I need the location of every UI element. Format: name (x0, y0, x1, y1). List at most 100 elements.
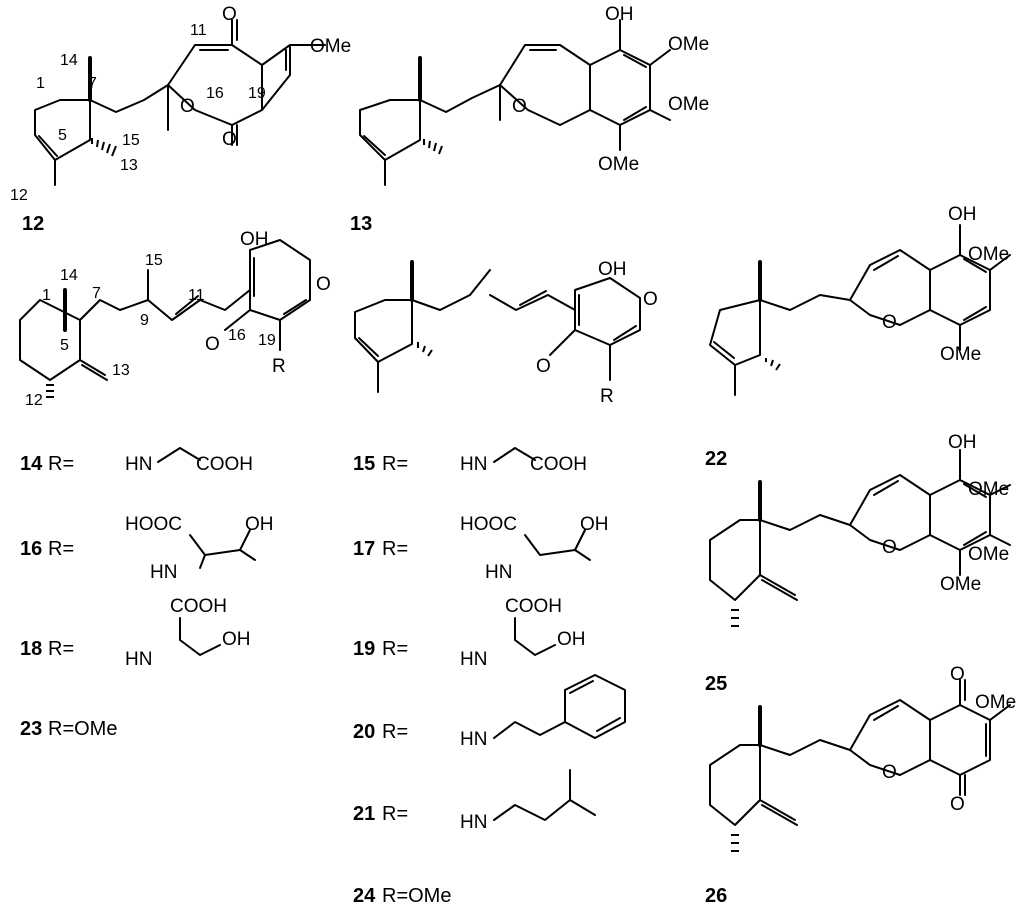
atom-number: 1 (42, 287, 51, 304)
atom-r: R (272, 356, 286, 377)
atom-oh: OH (222, 629, 251, 650)
atom-hn: HN (150, 562, 177, 583)
atom-o: O (180, 96, 195, 117)
compound-id: 14 (20, 453, 43, 475)
atom-oh: OH (245, 514, 274, 535)
compound-id: 18 (20, 638, 42, 660)
atom-o: O (536, 356, 551, 377)
compound-id: 26 (705, 885, 727, 907)
atom-o: O (643, 289, 658, 310)
atom-oh: OH (580, 514, 609, 535)
atom-hn: HN (125, 649, 152, 670)
r-label: R=OMe (382, 885, 451, 907)
r-group-24: 24 R=OMe (353, 885, 451, 907)
structure-22: OH O OMe OMe 22 (705, 204, 1011, 470)
atom-ome: OMe (668, 34, 709, 55)
structure-13: OH O OMe OMe OMe 13 (350, 4, 709, 235)
atom-ome: OMe (598, 154, 639, 175)
atom-number: 13 (112, 362, 130, 379)
atom-number: 19 (258, 332, 276, 349)
atom-o: O (222, 129, 237, 150)
atom-number: 19 (248, 85, 266, 102)
atom-oh: OH (240, 229, 269, 250)
compound-id: 13 (350, 213, 372, 235)
atom-hooc: HOOC (125, 514, 182, 535)
compound-id: 15 (353, 453, 375, 475)
atom-o: O (512, 96, 527, 117)
compound-id: 12 (22, 213, 44, 235)
atom-number: 5 (60, 337, 69, 354)
atom-number: 11 (190, 22, 207, 39)
structure-26: O O O OMe 26 (705, 664, 1016, 907)
r-label: R= (48, 453, 74, 475)
atom-number: 9 (140, 312, 149, 329)
atom-number: 7 (92, 285, 101, 302)
atom-cooh: COOH (196, 454, 253, 475)
atom-cooh: COOH (530, 454, 587, 475)
compound-id: 23 (20, 718, 42, 740)
atom-o: O (950, 794, 965, 815)
structure-12: O O O OMe 1 5 7 11 12 13 14 15 16 19 12 (10, 4, 351, 235)
structure-25: OH O OMe OMe OMe 25 (705, 432, 1011, 695)
atom-hn: HN (460, 649, 487, 670)
r-group-18: 18 R= COOH HN OH (20, 596, 251, 670)
atom-number: 7 (88, 75, 97, 92)
atom-ome: OMe (968, 244, 1009, 265)
atom-number: 5 (58, 127, 67, 144)
atom-ome: OMe (975, 692, 1016, 713)
atom-o: O (882, 762, 897, 783)
r-group-19: 19 R= COOH HN OH (353, 596, 586, 670)
atom-o: O (950, 664, 965, 685)
atom-oh: OH (598, 259, 627, 280)
r-group-21: 21 R= HN (353, 769, 596, 833)
r-label: R=OMe (48, 718, 117, 740)
atom-ome: OMe (940, 574, 981, 595)
atom-o: O (222, 4, 237, 25)
atom-o: O (882, 312, 897, 333)
atom-o: O (316, 274, 331, 295)
atom-number: 1 (36, 75, 45, 92)
atom-hn: HN (460, 454, 487, 475)
r-group-15: 15 R= HN COOH (353, 447, 587, 475)
atom-ome: OMe (968, 479, 1009, 500)
r-group-20: 20 R= HN (353, 674, 626, 750)
atom-number: 16 (228, 327, 246, 344)
atom-cooh: COOH (170, 596, 227, 617)
r-group-16: 16 R= HOOC OH HN (20, 514, 274, 583)
atom-o: O (205, 334, 220, 355)
atom-oh: OH (948, 432, 977, 453)
r-label: R= (48, 538, 74, 560)
atom-oh: OH (948, 204, 977, 225)
atom-number: 12 (10, 187, 28, 204)
r-group-17: 17 R= HOOC OH HN (353, 514, 609, 583)
atom-hn: HN (460, 812, 487, 833)
atom-number: 11 (188, 287, 205, 304)
r-label: R= (382, 803, 408, 825)
atom-ome: OMe (310, 36, 351, 57)
atom-ome: OMe (668, 94, 709, 115)
compound-id: 19 (353, 638, 375, 660)
atom-oh: OH (557, 629, 586, 650)
atom-number: 15 (122, 132, 140, 149)
compound-id: 16 (20, 538, 42, 560)
atom-number: 13 (120, 157, 138, 174)
r-group-14: 14 R= HN COOH (20, 447, 253, 475)
atom-r: R (600, 386, 614, 407)
compound-id: 22 (705, 448, 727, 470)
atom-number: 16 (206, 85, 224, 102)
r-label: R= (382, 453, 408, 475)
atom-number: 14 (60, 267, 78, 284)
structure-15: OH O O R (354, 259, 658, 407)
r-label: R= (382, 538, 408, 560)
compound-id: 21 (353, 803, 375, 825)
compound-id: 20 (353, 721, 375, 743)
atom-hn: HN (485, 562, 512, 583)
atom-cooh: COOH (505, 596, 562, 617)
atom-ome: OMe (968, 544, 1009, 565)
compound-id: 25 (705, 673, 727, 695)
r-label: R= (382, 638, 408, 660)
compound-id: 24 (353, 885, 376, 907)
atom-number: 15 (145, 252, 163, 269)
r-label: R= (382, 721, 408, 743)
